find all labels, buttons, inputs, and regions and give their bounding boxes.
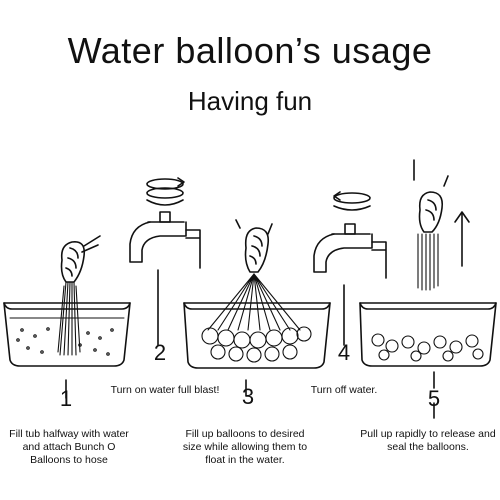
faucet-icon [129, 211, 201, 269]
swirl-arrow-icon [146, 177, 185, 206]
tub-icon [183, 302, 331, 369]
step-1-caption: Fill tub halfway with water and attach B… [9, 428, 129, 466]
step-4-caption: Turn off water. [310, 384, 378, 396]
step-1-number: 1 [59, 386, 73, 411]
step-3-number: 3 [241, 384, 255, 409]
step-5-caption: Pull up rapidly to release and seal the … [360, 428, 496, 453]
tub-icon [359, 302, 497, 367]
step-2-number: 2 [153, 340, 167, 365]
page-subtitle: Having fun [187, 86, 313, 116]
step-4-number: 4 [337, 340, 351, 365]
hand-icon [60, 235, 101, 283]
balloon-bunch-icon [57, 281, 81, 356]
faucet-icon [313, 223, 387, 279]
hand-icon [413, 159, 449, 233]
page-title: Water balloon’s usage [67, 30, 433, 71]
step-2-caption: Turn on water full blast! [110, 384, 220, 396]
balloon-bunch-icon [201, 273, 312, 363]
swirl-arrow-icon [333, 191, 371, 211]
up-arrow-icon [454, 211, 470, 267]
balloon-icons [371, 333, 484, 362]
tub-icon [3, 302, 131, 367]
step-3-caption: Fill up balloons to desired size while a… [182, 428, 308, 466]
hand-icon [235, 219, 273, 273]
balloon-bunch-icon [417, 233, 439, 291]
step-5-number: 5 [427, 386, 441, 411]
